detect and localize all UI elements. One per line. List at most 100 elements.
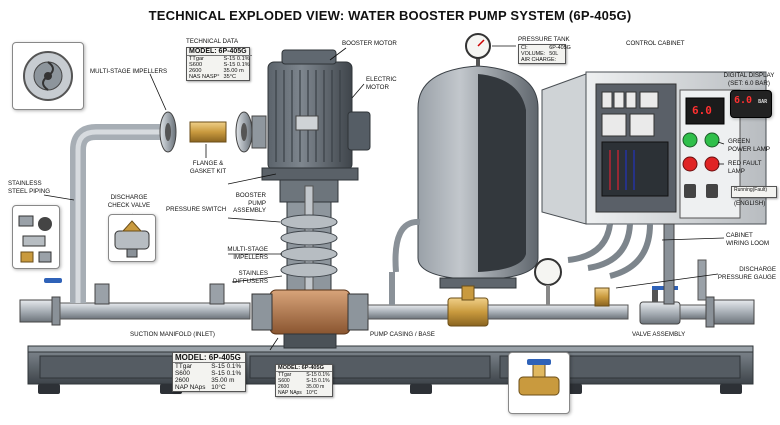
- display-inset-value: 6.0: [734, 95, 753, 106]
- booster-motor: [261, 49, 371, 181]
- label-digital-display: DIGITAL DISPLAY (SET: 6.0 BAR): [720, 72, 778, 87]
- label-booster-pump-line3: ASSEMBLY: [233, 207, 266, 214]
- plate-bl-r0-v: S-15 0.1%: [211, 363, 242, 370]
- label-discharge-check-line1: DISCHARGE: [110, 194, 148, 201]
- tank-data-plate: Cl:6P-405G VOLUME:50L AIR CHARGE:: [518, 44, 571, 64]
- diagram-title: TECHNICAL EXPLODED VIEW: WATER BOOSTER P…: [148, 8, 632, 23]
- fitting-icon: [18, 215, 52, 263]
- label-green-lamp-line1: GREEN: [728, 138, 751, 145]
- brass-valve-inset: [508, 352, 570, 414]
- label-digital-display-line1: DIGITAL DISPLAY: [723, 72, 775, 79]
- control-cabinet: [541, 71, 767, 305]
- tank-r1-v: 50L: [549, 51, 559, 57]
- plate-top-r0-k: TTgar: [189, 56, 204, 62]
- display-readout: 6.0 BAR: [734, 95, 767, 106]
- check-valve-icon: [114, 220, 150, 258]
- label-electric-motor-line1: ELECTRIC: [366, 76, 397, 83]
- plate-bl-r1-v: S-15 0.1%: [211, 370, 242, 377]
- plate-bs-r3-k: NAP NAps: [278, 390, 302, 396]
- plate-bs-r2-k: 2600: [278, 384, 290, 390]
- label-discharge-check-line2: CHECK VALVE: [107, 201, 151, 209]
- pump-stack: [251, 179, 369, 349]
- label-english: (ENGLISH): [734, 200, 766, 207]
- label-valve-assembly: VALVE ASSEMBLY: [632, 331, 686, 338]
- label-flange-gasket-line2: GASKET KIT: [189, 167, 227, 175]
- label-booster-pump-line2: PUMP: [248, 199, 266, 207]
- fittings-detail-inset: [12, 205, 60, 269]
- plate-bs-r0-k: TTgar: [278, 372, 292, 378]
- door-display-value: 6.0: [692, 104, 712, 117]
- label-electric-motor: ELECTRIC MOTOR: [366, 76, 397, 91]
- tank-r2-k: AIR CHARGE:: [521, 57, 557, 63]
- label-discharge-gauge-line2: PRESSURE GAUGE: [717, 273, 776, 281]
- plate-top-r2-v: 35.00 m: [223, 68, 244, 74]
- label-control-cabinet: CONTROL CABINET: [626, 40, 685, 47]
- label-discharge-pressure-gauge: DISCHARGE PRESSURE GAUGE: [712, 266, 776, 281]
- display-inset-unit: BAR: [758, 99, 768, 105]
- label-ms-impellers-line1: MULTI-STAGE: [227, 246, 268, 253]
- brass-valve-icon: [518, 359, 560, 396]
- plate-top-r0-v: S-15 0.1%: [223, 56, 250, 62]
- label-green-lamp-line2: POWER LAMP: [728, 145, 770, 153]
- technical-data-label: TECHNICAL DATA: [186, 38, 239, 45]
- label-digital-display-line2: (SET: 6.0 BAR): [728, 79, 770, 87]
- impeller-icon: [23, 51, 73, 101]
- label-booster-pump-assembly: BOOSTER PUMP ASSEMBLY: [226, 192, 266, 215]
- label-wiring-line2: WIRING LOOM: [726, 239, 769, 247]
- plate-top-r2-k: 2600: [189, 68, 202, 74]
- running-fault-text: Running(Fault): [734, 187, 768, 193]
- plate-bs-r1-k: S600: [278, 378, 290, 384]
- label-electric-motor-line2: MOTOR: [366, 83, 389, 91]
- plate-top-r3-v: 35°C: [223, 74, 237, 80]
- plate-bl-r0-k: TTgar: [175, 363, 193, 370]
- label-green-power-lamp: GREEN POWER LAMP: [728, 138, 770, 153]
- plate-bl-model: MODEL: 6P-405G: [173, 353, 245, 363]
- label-booster-motor: BOOSTER MOTOR: [342, 40, 397, 47]
- running-fault-label: Running(Fault): [731, 186, 777, 198]
- label-diffusers-line1: STAINLES: [238, 270, 268, 277]
- plate-top-model: MODEL: 6P-405G: [187, 48, 252, 56]
- label-multi-stage-impellers-mid: MULTI-STAGE IMPELLERS: [222, 246, 268, 261]
- plate-bs-model: MODEL: 6P-405G: [276, 365, 332, 372]
- discharge-piping: [367, 218, 629, 327]
- label-discharge-check-valve: DISCHARGE CHECK VALVE: [104, 194, 154, 209]
- plate-top-r1-k: S600: [189, 62, 203, 68]
- label-flange-gasket: FLANGE & GASKET KIT: [186, 160, 230, 175]
- leader-lines: [43, 45, 725, 351]
- plate-bl-r1-k: S600: [175, 370, 190, 377]
- label-pressure-switch: PRESSURE SWITCH: [166, 206, 227, 213]
- label-red-fault-lamp: RED FAULT LAMP: [728, 160, 762, 175]
- label-red-lamp-line2: LAMP: [728, 167, 745, 175]
- tank-r0-k: Cl:: [521, 45, 528, 51]
- label-stainless-piping: STAINLESS STEEL PIPING: [8, 180, 50, 195]
- plate-bs-r1-v: S-15 0.1%: [306, 378, 330, 384]
- label-discharge-gauge-line1: DISCHARGE: [739, 266, 776, 273]
- label-red-lamp-line1: RED FAULT: [728, 160, 762, 167]
- label-stainless-piping-line1: STAINLESS: [8, 180, 42, 187]
- label-pressure-tank: PRESSURE TANK: [518, 36, 570, 43]
- check-valve-inset: [108, 214, 156, 262]
- right-valve-assembly: [639, 259, 755, 328]
- label-ms-impellers-line2: IMPELLERS: [233, 253, 268, 261]
- plate-bs-r0-v: S-15 0.1%: [306, 372, 330, 378]
- label-wiring-line1: CABINET: [726, 232, 753, 239]
- tank-r1-k: VOLUME:: [521, 51, 546, 57]
- label-booster-pump-line1: BOOSTER: [235, 192, 266, 199]
- plate-bs-r3-v: 10°C: [306, 390, 318, 396]
- label-multi-stage-impellers-top: MULTI-STAGE IMPELLERS: [90, 68, 168, 75]
- label-stainless-piping-line2: STEEL PIPING: [8, 187, 51, 195]
- plate-bs-r2-v: 35.00 m: [306, 384, 325, 390]
- plate-top-r3-k: NAS NASP°: [189, 74, 220, 80]
- label-flange-gasket-line1: FLANGE &: [192, 160, 224, 167]
- label-suction-manifold: SUCTION MANIFOLD (INLET): [130, 331, 215, 338]
- exploded-flange-parts: [159, 111, 267, 153]
- pressure-tank: [417, 33, 539, 289]
- suction-manifold: [19, 124, 251, 326]
- impeller-detail-inset: [12, 42, 84, 110]
- label-stainless-diffusers: STAINLES DIFFUSERS: [226, 270, 268, 285]
- label-cabinet-wiring-loom: CABINET WIRING LOOM: [726, 232, 769, 247]
